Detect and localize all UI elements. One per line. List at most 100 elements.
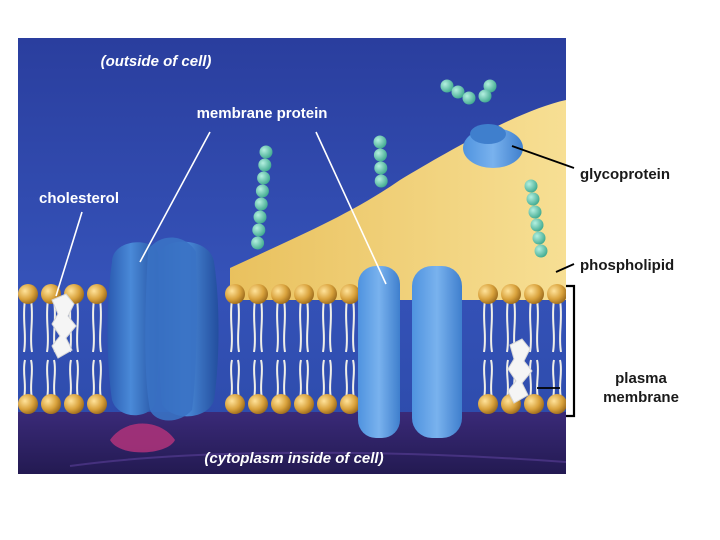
lipid-tail xyxy=(231,300,232,352)
phospholipid-head xyxy=(478,394,498,414)
glycoprotein-label: glycoprotein xyxy=(580,166,670,183)
lipid-tail xyxy=(54,360,55,398)
phospholipid-head xyxy=(501,284,521,304)
lipid-tail xyxy=(261,360,262,398)
lipid-tail xyxy=(530,360,531,398)
lipid-tail xyxy=(254,360,255,398)
lipid-tail xyxy=(238,360,239,398)
lipid-tail xyxy=(77,360,78,398)
sugar-bead xyxy=(452,86,465,99)
phospholipid-head xyxy=(87,284,107,304)
lipid-tail xyxy=(238,300,239,352)
phospholipid-head xyxy=(87,394,107,414)
lipid-tail xyxy=(31,360,32,398)
sugar-bead xyxy=(374,136,387,149)
phospholipid-head xyxy=(317,394,337,414)
sugar-bead xyxy=(258,159,271,172)
lipid-tail xyxy=(323,360,324,398)
sugar-bead xyxy=(254,211,267,224)
phospholipid-head xyxy=(64,394,84,414)
phospholipid-head xyxy=(340,284,360,304)
lipid-tail xyxy=(330,300,331,352)
lipid-tail xyxy=(346,360,347,398)
lipid-tail xyxy=(300,300,301,352)
phospholipid-head xyxy=(317,284,337,304)
lipid-tail xyxy=(353,300,354,352)
lipid-tail xyxy=(24,300,25,352)
phospholipid-head xyxy=(271,284,291,304)
lipid-tail xyxy=(254,300,255,352)
lipid-tail xyxy=(307,360,308,398)
lipid-tail xyxy=(353,360,354,398)
lipid-tail xyxy=(346,300,347,352)
lipid-tail xyxy=(491,300,492,352)
lipid-tail xyxy=(507,300,508,352)
phospholipid-head xyxy=(248,394,268,414)
phospholipid-head xyxy=(294,394,314,414)
sugar-bead xyxy=(251,237,264,250)
lipid-tail xyxy=(537,300,538,352)
sugar-bead xyxy=(525,180,538,193)
plasma-membrane-label-line2: membrane xyxy=(603,389,679,406)
sugar-bead xyxy=(463,92,476,105)
lipid-tail xyxy=(491,360,492,398)
phospholipid-head xyxy=(248,284,268,304)
lipid-tail xyxy=(277,360,278,398)
plasma-membrane-label-line1: plasma xyxy=(615,370,667,387)
sugar-bead xyxy=(374,149,387,162)
lipid-tail xyxy=(231,360,232,398)
sugar-bead xyxy=(535,245,548,258)
phospholipid-head xyxy=(340,394,360,414)
phospholipid-head xyxy=(478,284,498,304)
phospholipid-label: phospholipid xyxy=(580,257,674,274)
lipid-tail xyxy=(560,300,561,352)
lipid-tail xyxy=(537,360,538,398)
phospholipid-head xyxy=(18,394,38,414)
phospholipid-head xyxy=(547,394,567,414)
sugar-bead xyxy=(252,224,265,237)
lipid-tail xyxy=(100,360,101,398)
lipid-tail xyxy=(484,360,485,398)
phospholipid-head xyxy=(524,394,544,414)
sugar-bead xyxy=(527,193,540,206)
sugar-bead xyxy=(529,206,542,219)
sugar-bead xyxy=(256,185,269,198)
lipid-tail xyxy=(47,300,48,352)
sugar-bead xyxy=(374,162,387,175)
lipid-tail xyxy=(300,360,301,398)
lipid-tail xyxy=(530,300,531,352)
lipid-tail xyxy=(261,300,262,352)
lipid-tail xyxy=(93,360,94,398)
phospholipid-head xyxy=(18,284,38,304)
sugar-bead xyxy=(531,219,544,232)
sugar-bead xyxy=(441,80,454,93)
lipid-tail xyxy=(70,360,71,398)
cholesterol-label: cholesterol xyxy=(39,190,119,207)
lipid-tail xyxy=(24,360,25,398)
lipid-tail xyxy=(284,360,285,398)
lipid-tail xyxy=(100,300,101,352)
membrane-protein-label: membrane protein xyxy=(197,105,328,122)
lipid-tail xyxy=(31,300,32,352)
phospholipid-head xyxy=(225,394,245,414)
sugar-bead xyxy=(375,175,388,188)
lipid-tail xyxy=(93,300,94,352)
phospholipid-head xyxy=(225,284,245,304)
sugar-bead xyxy=(255,198,268,211)
phospholipid-head xyxy=(547,284,567,304)
cytoplasm-label: (cytoplasm inside of cell) xyxy=(204,450,383,467)
lipid-tail xyxy=(77,300,78,352)
outside-of-cell-label: (outside of cell) xyxy=(101,53,212,70)
sugar-bead xyxy=(479,90,492,103)
sugar-bead xyxy=(260,146,273,159)
lipid-tail xyxy=(484,300,485,352)
lipid-tail xyxy=(553,360,554,398)
lipid-tail xyxy=(284,300,285,352)
membrane-protein-left xyxy=(108,237,219,420)
sugar-bead xyxy=(533,232,546,245)
lipid-tail xyxy=(507,360,508,398)
phospholipid-head xyxy=(271,394,291,414)
phospholipid-head xyxy=(41,394,61,414)
lipid-tail xyxy=(277,300,278,352)
